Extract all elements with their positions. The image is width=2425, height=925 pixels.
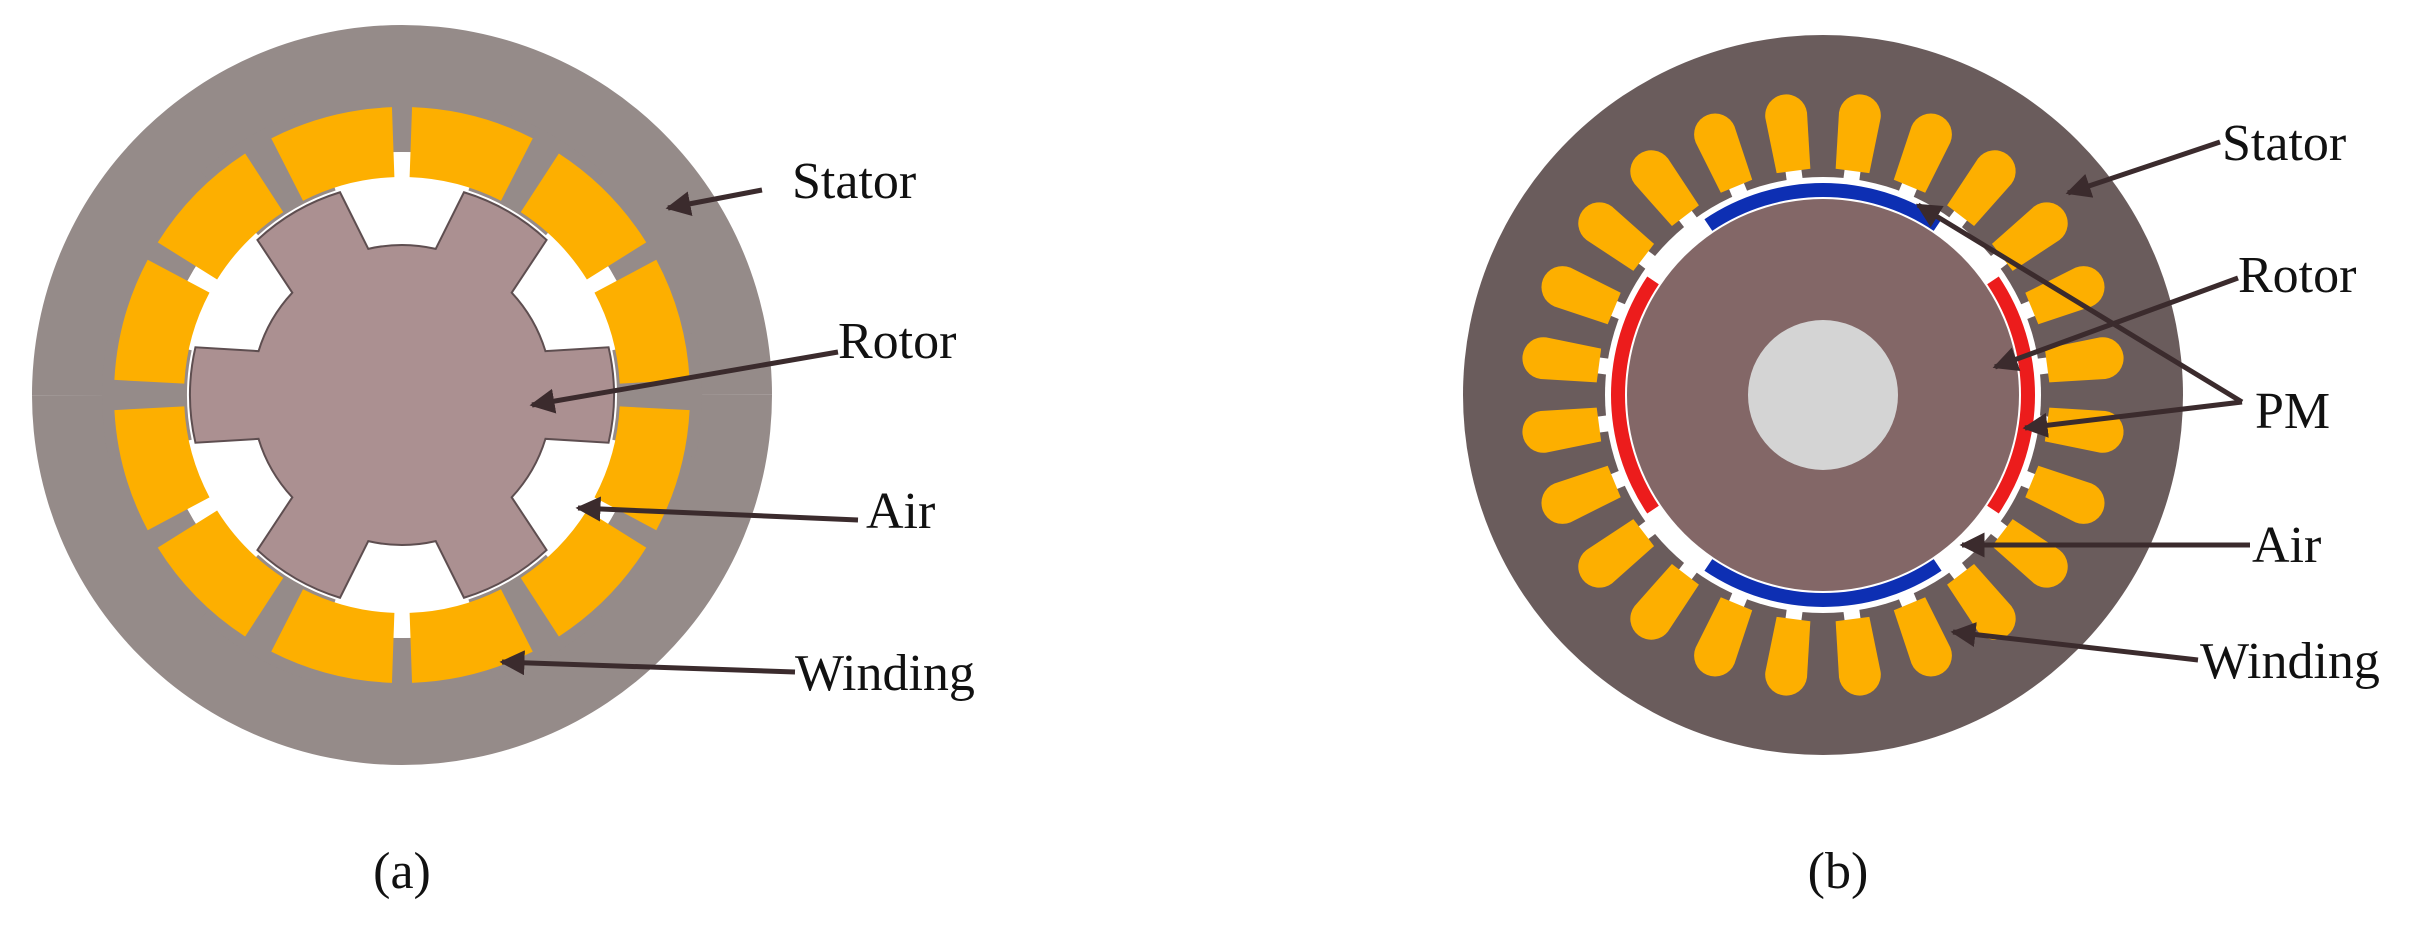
pm-winding-coil [1694,113,1753,193]
srm-rotor [189,191,615,599]
arrow-b-pm-2 [2022,399,2243,438]
label-b-winding: Winding [2200,633,2380,690]
srm-winding-coil [271,107,395,201]
label-a-stator: Stator [792,153,916,210]
pm-winding-coil [1578,202,1655,271]
arrow-a-air [575,496,859,523]
srm-winding-coil [594,259,690,384]
caption-b: (b) [1808,843,1869,900]
label-a-rotor: Rotor [838,313,956,370]
pm-winding-coil [1893,113,1952,193]
pm-winding-coil [1630,563,1699,640]
pm-winding-coil [1630,150,1699,227]
label-b-pm: PM [2255,383,2330,440]
label-b-air: Air [2252,517,2321,574]
pm-winding-coil [2044,337,2124,383]
label-a-air: Air [866,483,935,540]
pm-motor-diagram [1463,35,2183,755]
srm-winding-coil [157,153,284,280]
arrow-a-winding [499,650,796,676]
srm-winding-coil [271,589,395,683]
pm-winding-coil [1835,616,1881,696]
arrow-b-stator [2065,139,2221,198]
pm-winding-coil [1991,519,2068,588]
pm-winding-coil [1991,202,2068,271]
srm-diagram [32,24,772,766]
pm-winding-coil [1522,407,1602,453]
srm-winding-coil [409,107,533,201]
pm-winding-coil [1835,94,1881,174]
pm-winding-coil [1947,150,2016,227]
pm-winding-coil [1893,597,1952,677]
pm-winding-coil [1947,563,2016,640]
srm-winding-coil [520,510,647,637]
arrow-a-stator [665,187,763,217]
pm-magnets [1610,183,2035,608]
arrow-b-pm-1 [1915,202,2244,405]
pm-winding-coil [1694,597,1753,677]
pm-winding-coil [1541,266,1621,325]
leader-arrows [499,139,2250,676]
pm-magnet-segment [1704,183,1942,231]
srm-winding-coil [157,510,284,637]
pm-winding-coil [1522,337,1602,383]
label-a-winding: Winding [795,645,975,702]
pm-magnet-segment [1704,559,1942,608]
arrow-a-rotor [529,349,839,414]
label-b-rotor: Rotor [2238,247,2356,304]
srm-winding-coil [594,406,690,531]
srm-winding-coil [114,406,210,531]
arrow-b-rotor [1992,275,2239,371]
pm-winding-coil [2025,465,2105,524]
pm-winding-coil [1765,616,1811,696]
caption-a: (a) [373,843,431,900]
srm-winding-coil [520,153,647,280]
labels: Stator Rotor Air Winding (a) Stator Roto… [373,115,2380,900]
srm-winding-coil [114,259,210,384]
pm-magnet-segment [1610,276,1659,514]
label-b-stator: Stator [2222,115,2346,172]
pm-winding-coil [1578,519,1655,588]
arrow-b-winding [1950,622,2199,663]
pm-winding-coil [1541,465,1621,524]
pm-winding-coil [1765,94,1811,174]
srm-windings [114,107,690,683]
pm-magnet-segment [1987,276,2035,514]
pm-shaft [1748,320,1898,470]
